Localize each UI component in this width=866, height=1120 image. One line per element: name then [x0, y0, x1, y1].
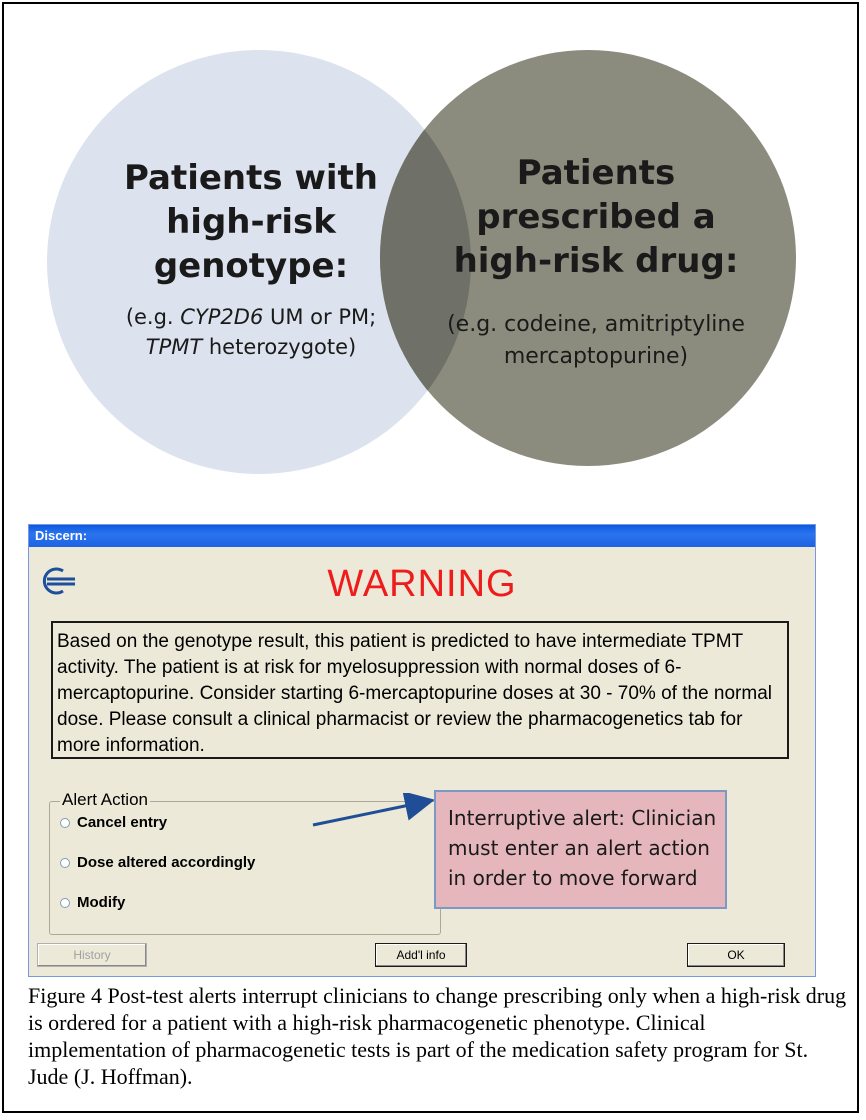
venn-circles — [47, 50, 796, 474]
figure-caption: Figure 4 Post-test alerts interrupt clin… — [28, 983, 847, 1089]
drug-heading: Patients prescribed a high-risk drug: — [453, 153, 739, 281]
radio-cancel-entry[interactable]: Cancel entry — [60, 814, 167, 831]
genotype-circle — [47, 50, 471, 474]
alert-action-legend: Alert Action — [60, 790, 150, 810]
arrow-icon — [312, 793, 435, 827]
genotype-label-group: Patients with high-risk genotype: (e.g. … — [91, 156, 411, 362]
radio-modify[interactable]: Modify — [60, 894, 125, 911]
radio-circle-icon[interactable] — [60, 857, 70, 868]
drug-label-group: Patients prescribed a high-risk drug: (e… — [446, 151, 746, 373]
drug-circle — [380, 50, 796, 466]
alert-message: Based on the genotype result, this patie… — [51, 621, 789, 759]
radio-circle-icon[interactable] — [60, 817, 70, 828]
cerner-logo-icon — [42, 567, 75, 595]
alert-action-group: Alert Action Cancel entry Dose altered a… — [49, 790, 441, 935]
addl-info-button[interactable]: Add'l info — [375, 943, 467, 967]
warning-title: WARNING — [327, 563, 517, 605]
interruptive-alert-callout: Interruptive alert: Clinician must enter… — [434, 790, 727, 909]
drug-examples: (e.g. codeine, amitriptyline mercaptopur… — [447, 312, 745, 369]
discern-dialog: Discern: WARNING Based on the genotype r… — [28, 524, 816, 977]
dialog-titlebar[interactable]: Discern: — [29, 525, 815, 547]
ok-button[interactable]: OK — [687, 943, 785, 967]
genotype-heading: Patients with high-risk genotype: — [124, 158, 378, 286]
genotype-examples: (e.g. CYP2D6 UM or PM;TPMT heterozygote) — [125, 305, 377, 359]
radio-dose-altered[interactable]: Dose altered accordingly — [60, 854, 255, 871]
history-button[interactable]: History — [37, 943, 147, 967]
radio-circle-icon[interactable] — [60, 897, 70, 908]
venn-diagram: Patients with high-risk genotype: (e.g. … — [6, 6, 863, 506]
